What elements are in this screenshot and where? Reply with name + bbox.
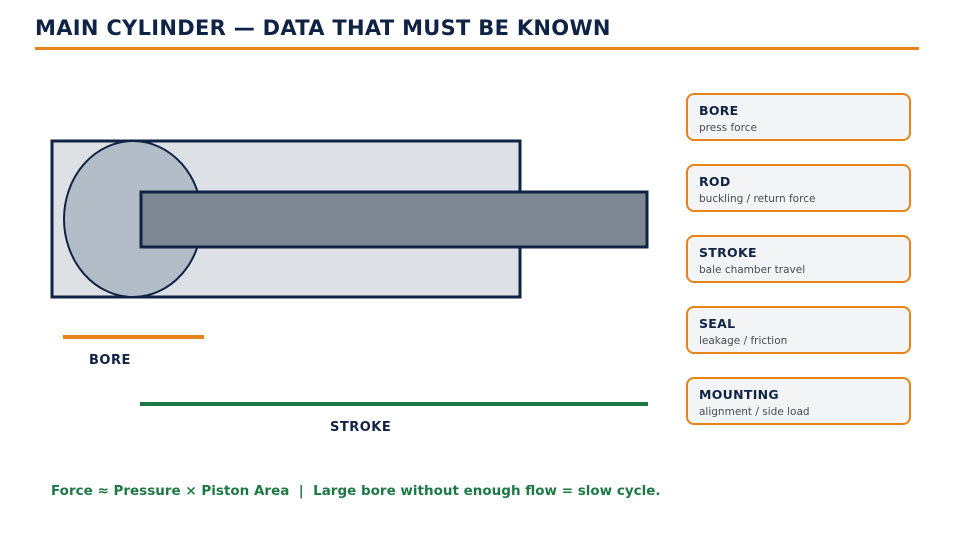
card-title: STROKE	[699, 245, 757, 260]
card-subtitle: leakage / friction	[699, 335, 788, 347]
card-title: MOUNTING	[699, 387, 779, 402]
card-title: SEAL	[699, 316, 736, 331]
card-seal: SEAL leakage / friction	[686, 306, 911, 354]
formula-footer: Force ≈ Pressure × Piston Area | Large b…	[51, 483, 661, 499]
title-underline	[35, 47, 919, 50]
card-subtitle: alignment / side load	[699, 406, 810, 418]
card-title: BORE	[699, 103, 739, 118]
piston-rod	[139, 190, 649, 249]
card-subtitle: bale chamber travel	[699, 264, 806, 276]
page-title: MAIN CYLINDER — DATA THAT MUST BE KNOWN	[35, 16, 611, 40]
card-subtitle: press force	[699, 122, 757, 134]
bore-dimension-label: BORE	[89, 353, 131, 368]
card-stroke: STROKE bale chamber travel	[686, 235, 911, 283]
card-mounting: MOUNTING alignment / side load	[686, 377, 911, 425]
card-rod: ROD buckling / return force	[686, 164, 911, 212]
card-bore: BORE press force	[686, 93, 911, 141]
stroke-dimension-label: STROKE	[330, 420, 392, 435]
card-subtitle: buckling / return force	[699, 193, 816, 205]
card-title: ROD	[699, 174, 731, 189]
